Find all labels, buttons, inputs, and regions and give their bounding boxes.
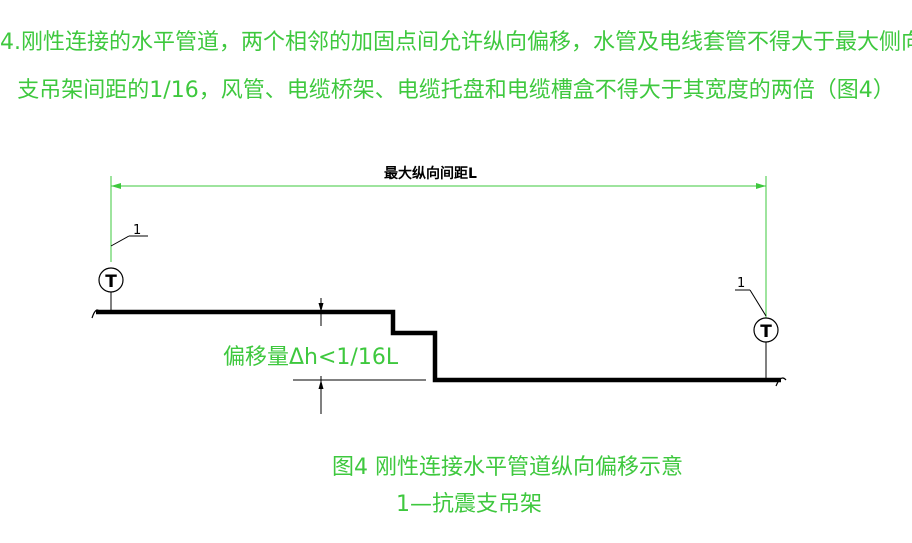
callout-left-number: 1 — [133, 223, 141, 238]
pipe-break-left — [91, 309, 101, 319]
pipe-line — [96, 309, 781, 383]
note-line-2: 支吊架间距的1/16，风管、电缆桥架、电缆托盘和电缆槽盒不得大于其宽度的两倍（图… — [17, 78, 895, 103]
offset-label: 偏移量Δh<1/16L — [223, 345, 399, 370]
figure-caption: 图4 刚性连接水平管道纵向偏移示意 — [332, 455, 683, 480]
right-support — [735, 289, 779, 378]
offset-arrows — [318, 303, 324, 389]
figure-legend: 1—抗震支吊架 — [396, 492, 542, 517]
dimension-label: 最大纵向间距L — [384, 166, 477, 182]
left-support — [98, 235, 148, 312]
pipe-break-right — [775, 377, 787, 387]
callout-right-number: 1 — [737, 276, 745, 291]
dimension-arrows — [111, 183, 766, 189]
dimension-line — [110, 176, 767, 318]
support-symbol-right: T — [760, 322, 772, 342]
note-line-1: 4.刚性连接的水平管道，两个相邻的加固点间允许纵向偏移，水管及电线套管不得大于最… — [0, 30, 912, 55]
support-symbol-left: T — [105, 272, 117, 292]
